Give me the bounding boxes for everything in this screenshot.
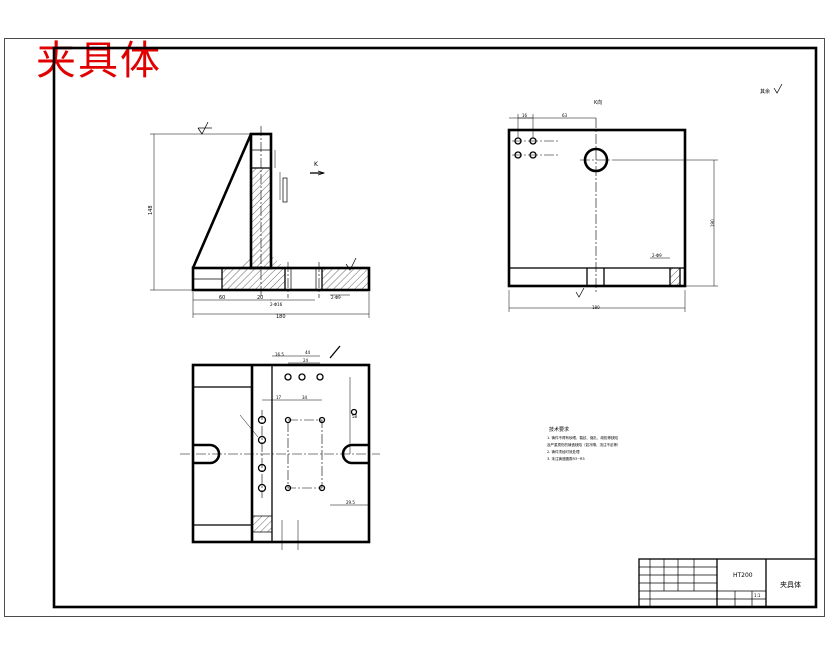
plan-dim-b: 44 [305, 350, 311, 355]
tech-req-item-1: 1. 铸件不得有砂眼、裂纹、缩孔、疏松等缺陷 [547, 435, 618, 440]
support-rib [191, 133, 253, 269]
plan-dim-d: 17 [276, 395, 282, 400]
k-dim-note: 2-Φ9 [652, 253, 662, 258]
k-dim-a: 16 [522, 113, 528, 118]
k-dim-b: 63 [562, 113, 568, 118]
plan-dim-g: 58 [352, 414, 358, 419]
dim-hole-note: 2-Φ16 [270, 302, 283, 307]
tb-material: HT200 [733, 572, 753, 579]
plan-view: 16.5 44 24 17 34 29.5 58 [180, 345, 380, 550]
front-section-view: 180 60 20 148 2-Φ16 2-Φ9 K [148, 121, 371, 320]
plan-dim-c: 24 [303, 358, 309, 363]
k-dim-width: 180 [592, 305, 600, 310]
drawing-title-stamp: 夹具体 [36, 38, 162, 84]
k-view-title: K向 [594, 99, 602, 106]
plan-dim-f: 29.5 [346, 500, 355, 505]
plan-dim-a: 16.5 [275, 352, 284, 357]
title-block: HT200 夹具体 1:1 [638, 558, 817, 608]
view-k-arrow-label: K [314, 161, 319, 168]
dim-right-note: 2-Φ9 [331, 295, 341, 300]
k-direction-view: K向 16 63 180 190 2-Φ9 [507, 99, 718, 312]
tech-req-item-3: 2. 铸件须经时效处理 [547, 449, 580, 454]
tech-requirements: 技术要求 1. 铸件不得有砂眼、裂纹、缩孔、疏松等缺陷 及严重损伤的铸造缺陷（如… [547, 426, 621, 461]
tech-req-item-2: 及严重损伤的铸造缺陷（如冷隔、浇注不足等） [547, 442, 621, 447]
dim-height: 148 [148, 205, 154, 215]
dim-left-width: 60 [219, 295, 225, 301]
roughness-note-text: 其余 [760, 88, 770, 95]
roughness-note: 其余 [760, 83, 783, 95]
tb-part-name: 夹具体 [780, 580, 801, 589]
outer-border [4, 38, 825, 617]
inner-frame [52, 46, 818, 609]
dim-overall-width: 180 [276, 314, 286, 320]
tb-scale: 1:1 [754, 593, 761, 598]
plan-dim-e: 34 [302, 395, 308, 400]
tech-req-item-4: 3. 未注铸造圆角R3~R5 [547, 456, 585, 461]
k-dim-height: 190 [710, 219, 715, 227]
tech-req-heading: 技术要求 [549, 426, 569, 433]
plan-outline [191, 363, 371, 544]
dim-web-width: 20 [257, 295, 263, 301]
